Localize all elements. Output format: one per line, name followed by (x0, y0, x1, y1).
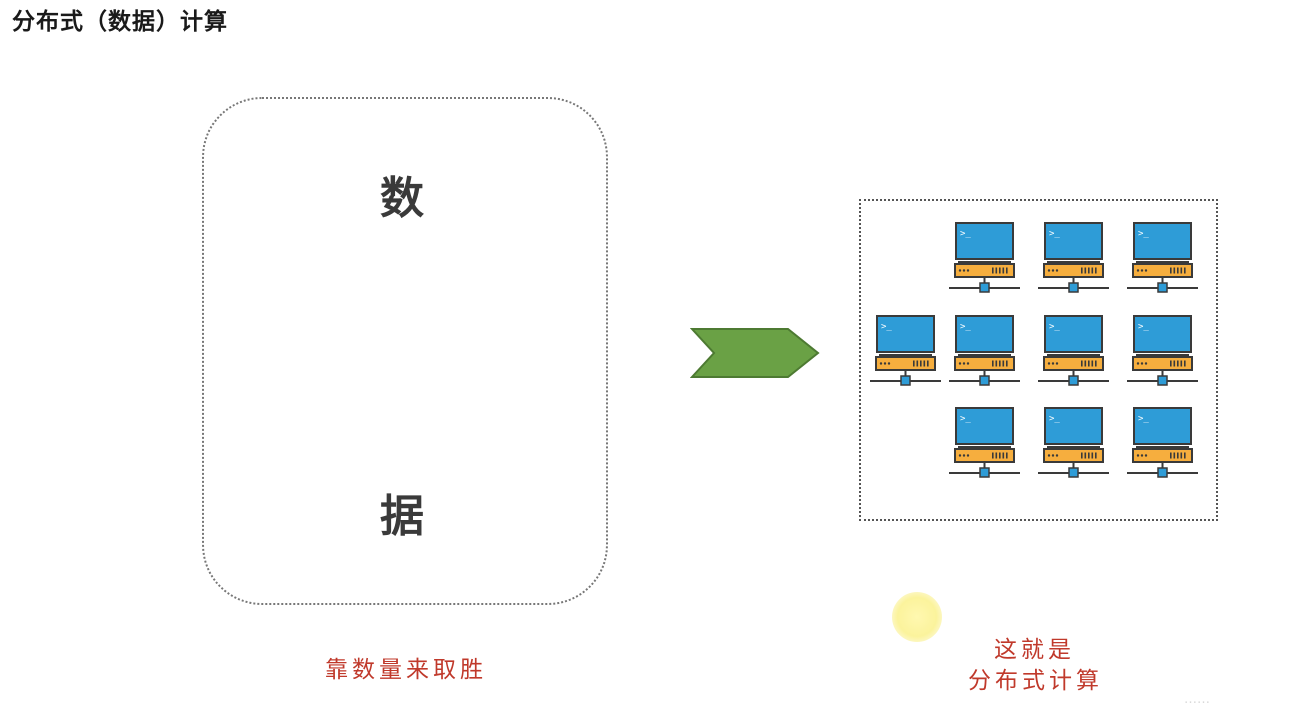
network-box (859, 199, 1218, 521)
computer-icon: >_ (1126, 222, 1198, 294)
computer-icon: >_ (1037, 315, 1109, 387)
data-caption: 靠数量来取胜 (325, 657, 487, 683)
network-caption-line1: 这就是 (994, 637, 1075, 663)
data-box (202, 97, 608, 605)
svg-text:>_: >_ (1049, 322, 1060, 332)
svg-text:>_: >_ (1138, 414, 1149, 424)
network-caption-line2: 分布式计算 (968, 668, 1103, 694)
watermark: …… (1184, 692, 1210, 707)
computer-icon: >_ (1037, 222, 1109, 294)
svg-text:>_: >_ (960, 229, 971, 239)
computer-icon: >_ (948, 222, 1020, 294)
computer-icon: >_ (1037, 407, 1109, 479)
svg-text:>_: >_ (1049, 414, 1060, 424)
svg-text:>_: >_ (1138, 229, 1149, 239)
data-char-bottom: 据 (380, 491, 424, 542)
computer-icon: >_ (1126, 315, 1198, 387)
svg-text:>_: >_ (960, 322, 971, 332)
computer-icon: >_ (948, 407, 1020, 479)
svg-text:>_: >_ (1138, 322, 1149, 332)
computer-icon: >_ (869, 315, 941, 387)
computer-icon: >_ (1126, 407, 1198, 479)
data-char-top: 数 (380, 173, 424, 224)
svg-text:>_: >_ (1049, 229, 1060, 239)
slide-title: 分布式（数据）计算 (12, 9, 228, 35)
computer-icon: >_ (948, 315, 1020, 387)
chevron-arrow-icon (690, 328, 820, 378)
svg-text:>_: >_ (960, 414, 971, 424)
svg-text:>_: >_ (881, 322, 892, 332)
cursor-highlight (892, 592, 942, 642)
